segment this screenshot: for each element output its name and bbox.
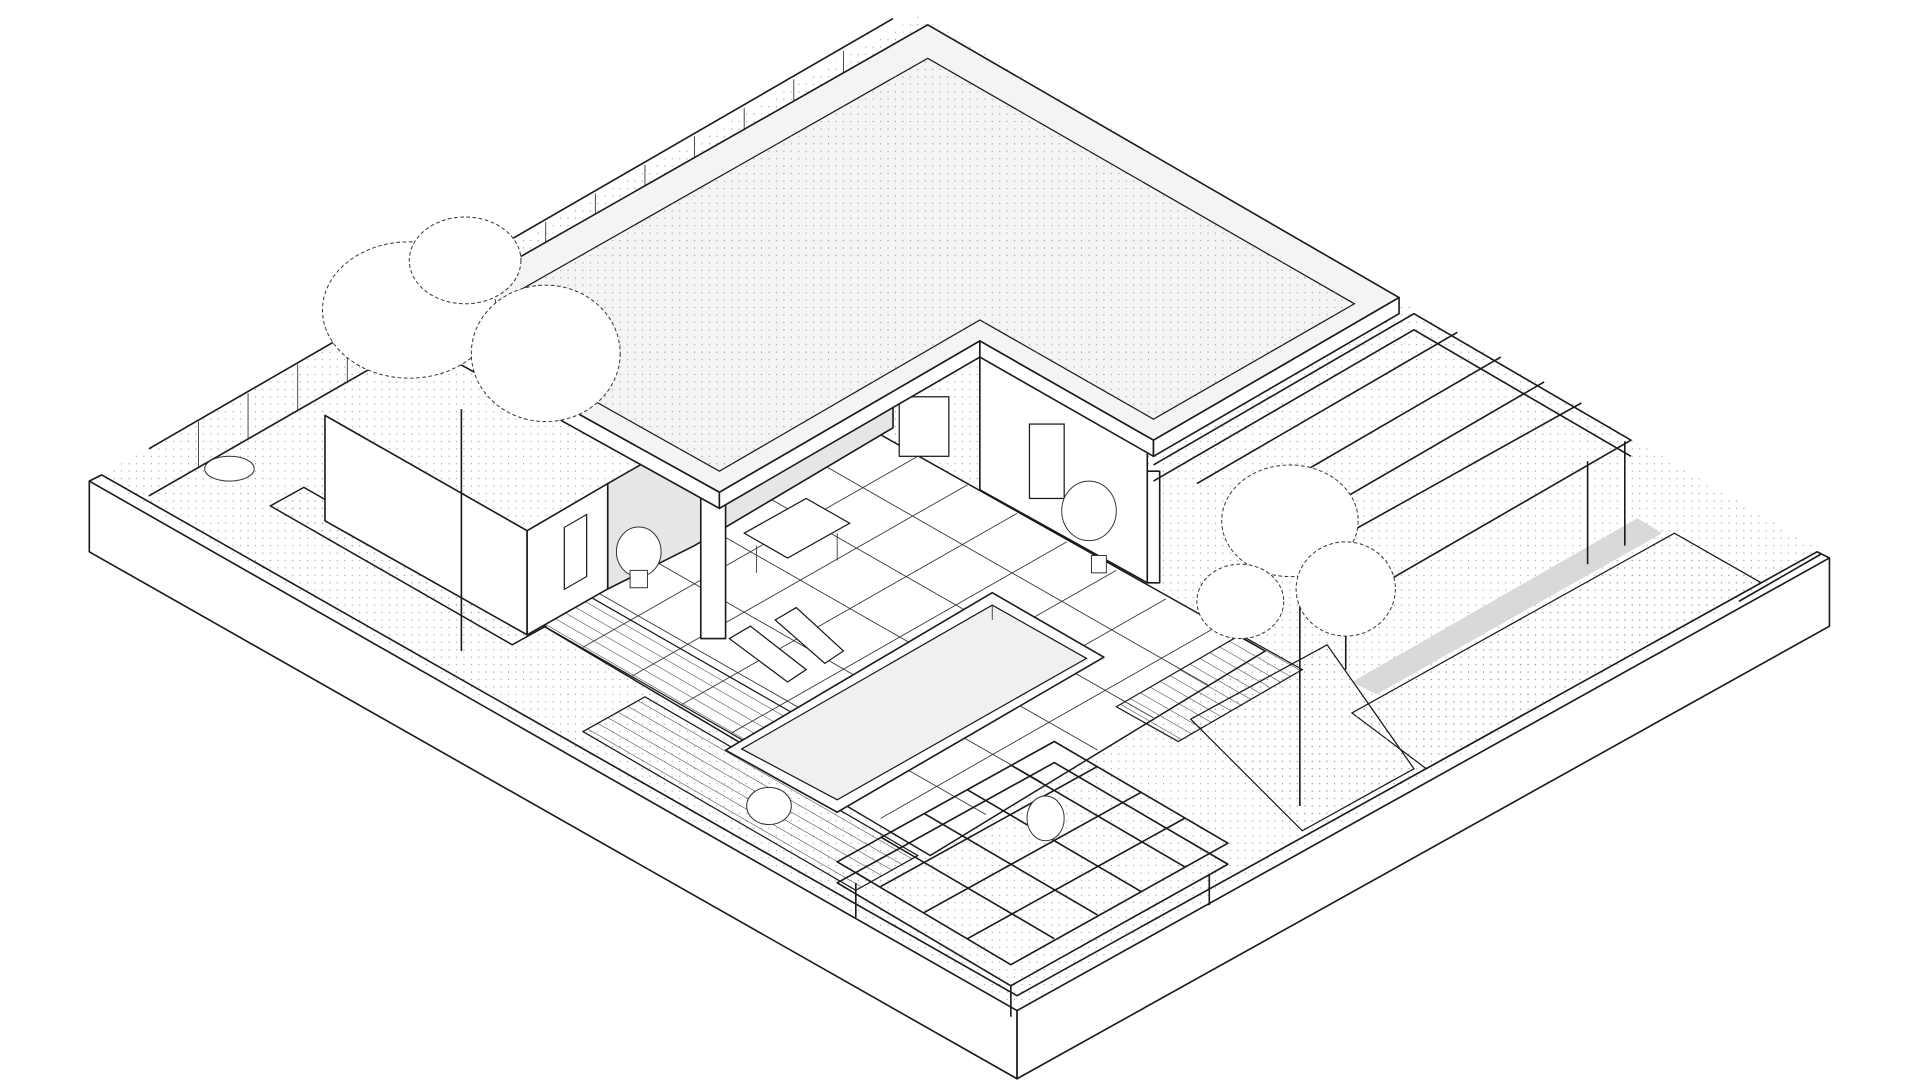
column: [699, 495, 727, 640]
sun-loungers: [728, 606, 845, 683]
column: [1146, 470, 1161, 584]
dining-table: [742, 497, 851, 573]
window-back: [898, 396, 950, 457]
tree-right: [1196, 464, 1396, 806]
trellis: [836, 740, 1229, 1017]
potted-plants: [204, 455, 1117, 842]
tree-left: [321, 216, 621, 651]
site-wall: [88, 474, 1831, 1080]
door-left[interactable]: [563, 513, 588, 591]
roof: [408, 23, 1400, 510]
lower-garden: [1189, 643, 1415, 832]
deck-front: [581, 696, 920, 892]
window-right: [1028, 423, 1065, 500]
pergola: [1153, 312, 1663, 695]
pool: [724, 591, 1105, 813]
